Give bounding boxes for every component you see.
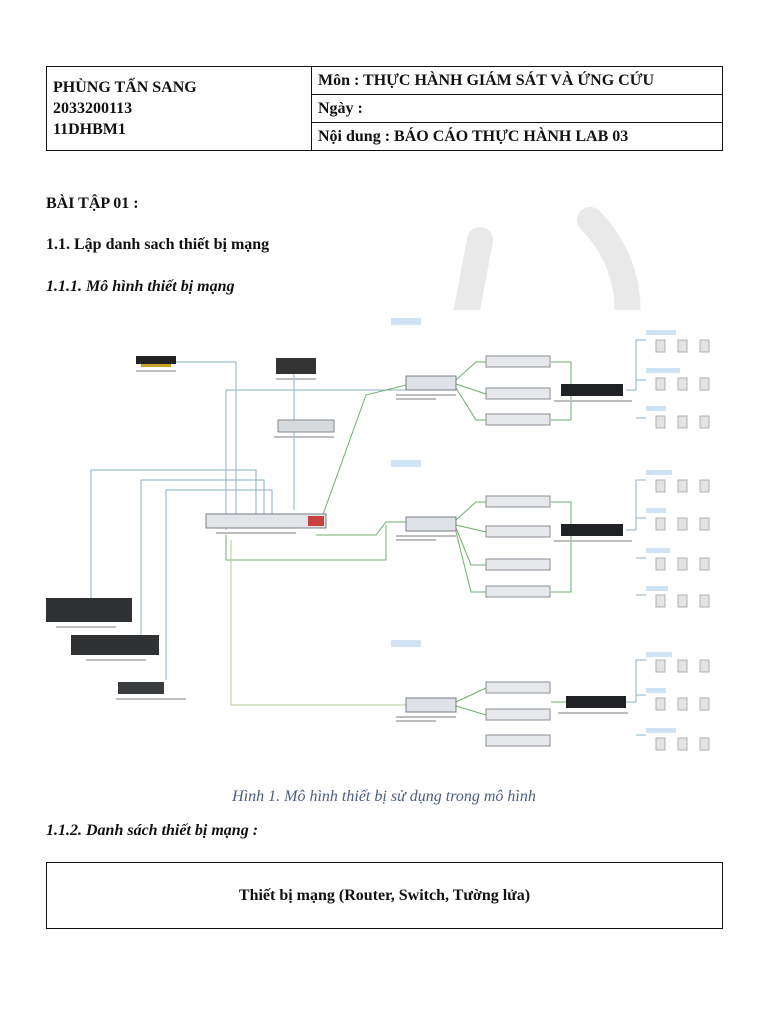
student-info-cell: PHÙNG TẤN SANG 2033200113 11DHBM1 bbox=[46, 66, 312, 151]
device-table-header-label: Thiết bị mạng (Router, Switch, Tường lửa… bbox=[238, 886, 531, 904]
student-name: PHÙNG TẤN SANG bbox=[53, 79, 197, 96]
section-1-1-heading: 1.1. Lập danh sach thiết bị mạng bbox=[46, 236, 270, 253]
device-table-header: Thiết bị mạng (Router, Switch, Tường lửa… bbox=[46, 862, 723, 929]
class-code: 11DHBM1 bbox=[53, 121, 126, 138]
exercise-heading: BÀI TẬP 01 : bbox=[46, 195, 139, 212]
date-cell: Ngày : bbox=[311, 94, 723, 123]
student-id: 2033200113 bbox=[53, 100, 133, 117]
content-cell: Nội dung : BÁO CÁO THỰC HÀNH LAB 03 bbox=[311, 122, 723, 151]
section-1-1-1-heading: 1.1.1. Mô hình thiết bị mạng bbox=[46, 278, 235, 295]
report-header-table: PHÙNG TẤN SANG 2033200113 11DHBM1 Môn : … bbox=[46, 66, 723, 151]
figure-caption: Hình 1. Mô hình thiết bị sử dụng trong m… bbox=[232, 788, 536, 805]
subject-cell: Môn : THỰC HÀNH GIÁM SÁT VÀ ỨNG CỨU bbox=[311, 66, 723, 95]
network-diagram-figure bbox=[46, 310, 728, 770]
section-1-1-2-heading: 1.1.2. Danh sách thiết bị mạng : bbox=[46, 822, 259, 839]
